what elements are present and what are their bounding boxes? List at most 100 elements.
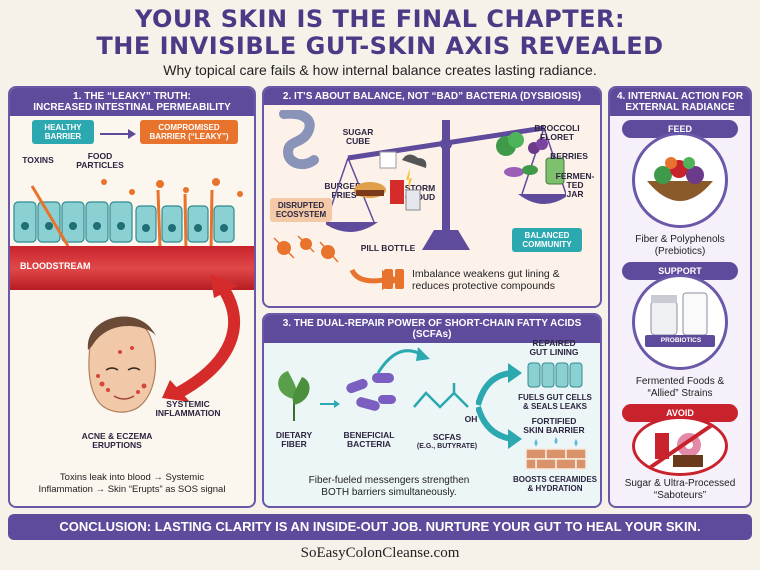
acne-line-1: ACNE & ECZEMA — [81, 431, 153, 441]
panel-3-heading: 3. THE DUAL-REPAIR POWER OF SHORT-CHAIN … — [264, 315, 600, 343]
compromised-line-2: BARRIER (“LEAKY”) — [149, 132, 229, 141]
feed-pill: FEED — [622, 120, 738, 138]
split-arrows-icon — [476, 363, 522, 449]
panel-1-heading: 1. THE “LEAKY” TRUTH: INCREASED INTESTIN… — [10, 88, 254, 116]
panel-4-heading-line-2: EXTERNAL RADIANCE — [625, 102, 735, 113]
oh-label: OH — [464, 414, 478, 424]
healthy-food-icon — [496, 132, 565, 185]
systemic-line-2: INFLAMMATION — [155, 408, 221, 418]
panel-1-heading-line-2: INCREASED INTESTINAL PERMEABILITY — [33, 102, 231, 113]
repaired-line-1: REPAIRED — [532, 338, 576, 348]
fiber-line-2: FIBER — [281, 439, 307, 449]
curved-teal-arrow-icon — [376, 347, 430, 374]
fiber-line-1: DIETARY — [275, 430, 313, 440]
subtitle: Why topical care fails & how internal ba… — [163, 62, 597, 78]
disrupted-line-1: DISRUPTED — [277, 201, 325, 210]
repaired-line-2: GUT LINING — [529, 347, 579, 357]
sugar-cube-label: SUGAR CUBE — [338, 128, 378, 146]
curved-arrow-icon — [162, 274, 241, 402]
gut-cells-icon — [13, 178, 243, 251]
boosts-ceramides-label: BOOSTS CERAMIDES & HYDRATION — [510, 475, 600, 493]
avoid-line-1: Sugar & Ultra-Processed — [624, 478, 736, 489]
repaired-gut-lining-label: REPAIRED GUT LINING — [516, 339, 592, 357]
broccoli-line-2: FLORET — [540, 132, 574, 142]
systemic-inflammation-label: SYSTEMIC INFLAMMATION — [148, 400, 228, 418]
bact-line-2: BACTERIA — [347, 439, 391, 449]
avoid-pill: AVOID — [622, 404, 738, 422]
arrow-icon — [320, 400, 340, 408]
boosts-line-2: & HYDRATION — [527, 484, 583, 493]
burger-line-1: BURGER/ — [324, 181, 364, 191]
broccoli-floret-label: BROCCOLI FLORET — [528, 124, 586, 142]
jar-line-3: JAR — [566, 189, 584, 199]
main-title: YOUR SKIN IS THE FINAL CHAPTER: THE INVI… — [0, 6, 760, 60]
scfa-line-1: SCFAs — [432, 432, 462, 442]
caption-1-line-2: Inflammation → Skin “Erupts” as SOS sign… — [38, 484, 226, 495]
burger-line-2: FRIES — [331, 190, 357, 200]
fermented-jar-label: FERMEN- TED JAR — [554, 172, 596, 199]
boosts-line-1: BOOSTS CERAMIDES — [512, 475, 597, 484]
jar-line-1: FERMEN- — [555, 171, 595, 181]
molecule-icon — [413, 383, 469, 409]
support-circle: PROBIOTICS — [632, 274, 728, 370]
feed-caption: Fiber & Polyphenols (Prebiotics) — [614, 234, 746, 258]
sugar-line-1: SUGAR — [342, 127, 374, 137]
panel-4-heading: 4. INTERNAL ACTION FOR EXTERNAL RADIANCE — [610, 88, 750, 116]
healthy-barrier-tag: HEALTHY BARRIER — [32, 120, 94, 144]
bacteria-icon — [346, 373, 396, 411]
scfa-label: SCFAs (e.g., BUTYRATE) — [410, 433, 484, 451]
acne-line-2: ERUPTIONS — [92, 440, 142, 450]
support-caption: Fermented Foods & “Allied” Strains — [614, 376, 746, 400]
support-line-2: “Allied” Strains — [647, 388, 713, 399]
caption-3-line-2: BOTH barriers simultaneously. — [321, 487, 457, 498]
probiotic-jars-icon — [645, 292, 715, 347]
berries-label: BERRIES — [550, 151, 588, 161]
arrow-right-icon — [100, 129, 136, 139]
healthy-line-2: BARRIER — [44, 132, 82, 141]
conclusion-banner: CONCLUSION: LASTING CLARITY IS AN INSIDE… — [8, 514, 752, 540]
panel-1-caption: Toxins leak into blood → Systemic Inflam… — [16, 472, 248, 496]
avoid-circle — [632, 416, 728, 476]
healthy-cells-icon — [527, 362, 583, 388]
intestine-icon — [279, 110, 319, 170]
pill-bottle-label: PILL BOTTLE — [360, 243, 416, 253]
disrupted-line-2: ECOSYSTEM — [275, 210, 327, 219]
no-junk-icon — [643, 421, 717, 473]
panel-dysbiosis: 2. IT’S ABOUT BALANCE, NOT “BAD” BACTERI… — [262, 86, 602, 308]
fuels-line-1: FUELS GUT CELLS — [518, 393, 592, 402]
sugar-line-2: CUBE — [345, 136, 371, 146]
title-line-2: THE INVISIBLE GUT-SKIN AXIS REVEALED — [96, 32, 664, 60]
title-line-1: YOUR SKIN IS THE FINAL CHAPTER: — [134, 5, 626, 33]
broccoli-line-1: BROCCOLI — [534, 123, 580, 133]
beneficial-bacteria-label: BENEFICIAL BACTERIA — [336, 431, 402, 449]
brick-wall-icon — [525, 437, 587, 470]
feed-line-2: (Prebiotics) — [654, 246, 706, 257]
caption-1-line-1: Toxins leak into blood → Systemic — [59, 472, 205, 483]
balanced-line-1: BALANCED — [524, 231, 570, 240]
jar-line-2: TED — [566, 180, 584, 190]
avoid-line-2: “Saboteurs” — [653, 490, 707, 501]
support-pill: SUPPORT — [622, 262, 738, 280]
fortified-skin-barrier-label: FORTIFIED SKIN BARRIER — [516, 417, 592, 435]
compromised-line-1: COMPROMISED — [158, 123, 220, 132]
systemic-line-1: SYSTEMIC — [166, 399, 210, 409]
panel-1-heading-line-1: 1. THE “LEAKY” TRUTH: — [73, 91, 191, 102]
support-line-1: Fermented Foods & — [635, 376, 725, 387]
caption-3-line-1: Fiber-fueled messengers strengthen — [308, 475, 470, 486]
panel-4-heading-line-1: 4. INTERNAL ACTION FOR — [616, 91, 744, 102]
balanced-community-tag: BALANCED COMMUNITY — [512, 228, 582, 252]
fuels-line-2: & SEALS LEAKS — [522, 402, 587, 411]
caption-2-line-1: Imbalance weakens gut lining & — [412, 268, 560, 280]
bloodstream-label: BLOODSTREAM — [20, 261, 91, 271]
acne-eczema-label: ACNE & ECZEMA ERUPTIONS — [62, 432, 172, 450]
panel-2-caption: Imbalance weakens gut lining & reduces p… — [412, 268, 592, 292]
fortified-line-1: FORTIFIED — [531, 416, 577, 426]
damaged-cells-icon — [384, 269, 404, 289]
bad-bacteria-icon — [273, 235, 339, 263]
disrupted-ecosystem-tag: DISRUPTED ECOSYSTEM — [270, 198, 332, 222]
healthy-line-1: HEALTHY — [44, 123, 82, 132]
panel-leaky-gut: 1. THE “LEAKY” TRUTH: INCREASED INTESTIN… — [8, 86, 256, 508]
balanced-line-2: COMMUNITY — [522, 240, 572, 249]
panel-2-heading: 2. IT’S ABOUT BALANCE, NOT “BAD” BACTERI… — [264, 88, 600, 105]
scfa-line-2: (e.g., BUTYRATE) — [416, 443, 478, 450]
